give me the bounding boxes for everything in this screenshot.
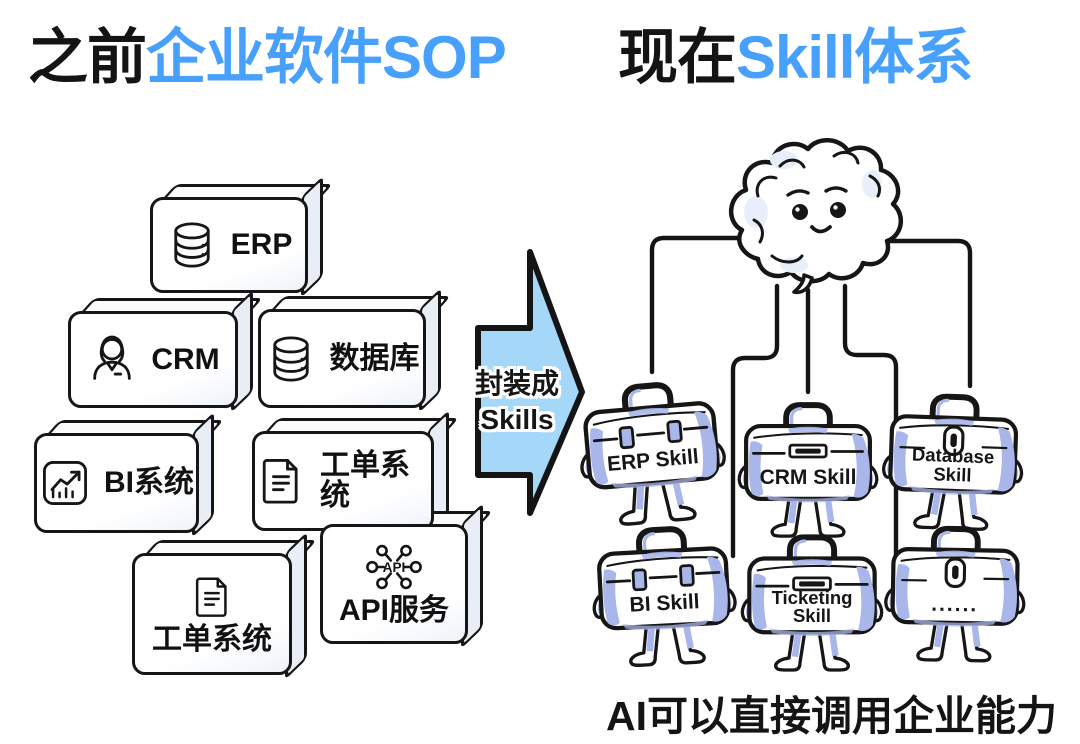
api-network-icon: API [366,544,422,589]
skill-case-more: ...... [881,507,1030,676]
skill-case-ticketing: Ticketing Skill [737,518,887,682]
brain-mascot [729,138,904,295]
skill-label-crm: CRM Skill [759,466,857,489]
system-box-api: API API服务 [320,524,468,644]
caption: AI可以直接调用企业能力 [606,693,1057,739]
system-label-ticketing: 工单系统 [320,449,410,512]
system-label-database: 数据库 [329,341,420,375]
system-box-erp: ERP [150,197,308,293]
skill-label-more: ...... [931,592,979,617]
title-now: 现在Skill体系 [618,28,973,88]
system-box-database: 数据库 [258,309,426,408]
skill-case-bi: BI Skill [584,506,744,680]
system-label-erp: ERP [230,228,293,261]
system-box-ticketing-2: 工单系统 [132,553,292,675]
skill-label-database: Database Skill [911,443,995,486]
title-now-highlight: Skill体系 [736,24,973,91]
title-before-highlight: 企业软件SOP [146,24,507,91]
system-label-ticketing-2: 工单系统 [152,622,272,656]
transform-arrow [475,249,585,516]
briefcase-icon [881,507,1030,676]
system-label-api: API服务 [338,593,449,627]
system-box-crm: CRM [68,311,238,408]
brain-face [786,186,848,234]
system-label-crm: CRM [151,342,220,376]
skill-label-ticketing: Ticketing Skill [771,586,853,627]
api-icon-label: API [383,559,406,574]
system-label-bi: BI系统 [104,466,194,499]
system-box-bi: BI系统 [34,433,199,533]
skill-case-crm: CRM Skill [733,386,883,548]
arrow-label: 封装成 Skills [474,368,559,435]
title-now-prefix: 现在 [618,24,737,91]
title-before: 之前企业软件SOP [28,28,507,88]
title-before-prefix: 之前 [28,24,147,91]
